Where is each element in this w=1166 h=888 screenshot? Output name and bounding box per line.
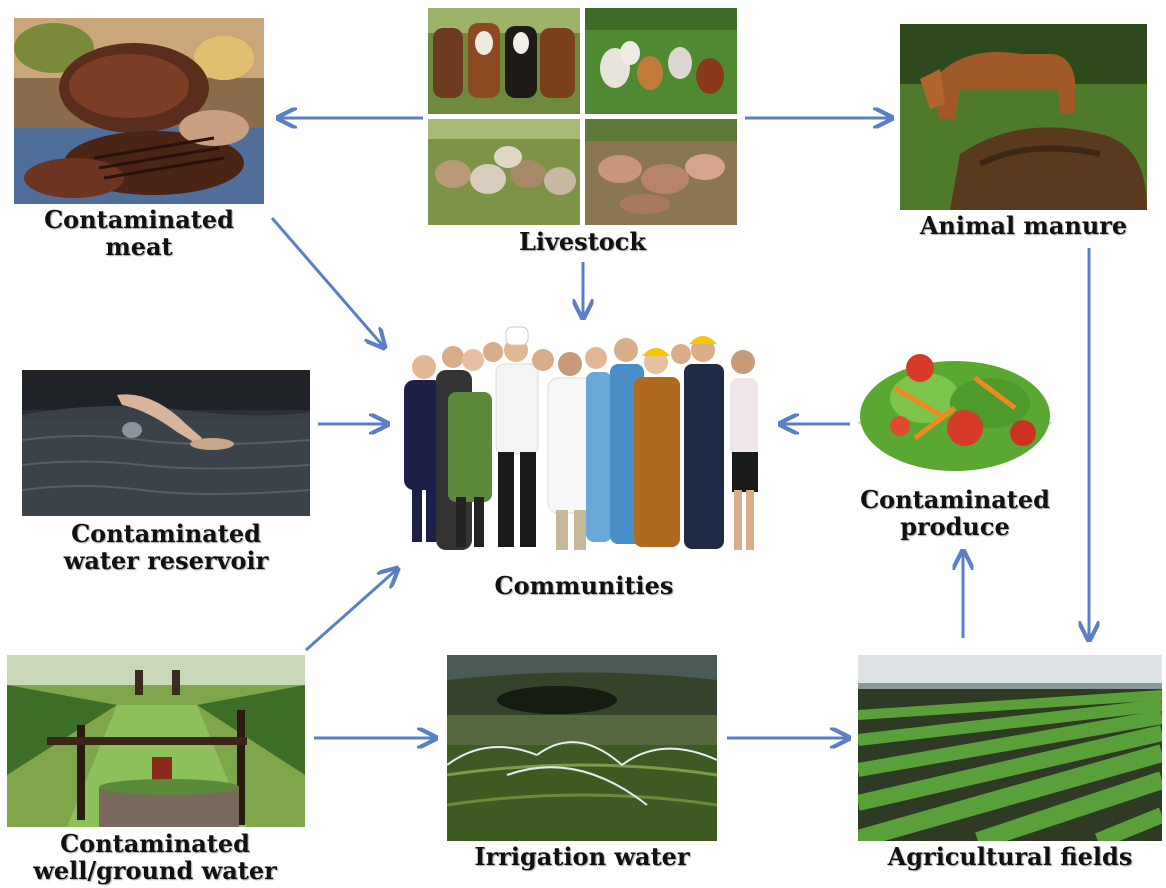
arrow-well-to-communities	[305, 570, 396, 652]
contaminated-produce-image	[855, 348, 1055, 484]
irrigation-water-image	[447, 655, 717, 841]
animal-manure-label: Animal manure	[919, 211, 1128, 240]
agricultural-fields-label: Agricultural fields	[887, 842, 1133, 871]
animal-manure-image	[900, 24, 1147, 210]
communities-image	[398, 322, 770, 560]
communities-label: Communities	[494, 571, 674, 600]
arrow-meat-to-communities	[270, 217, 383, 346]
contaminated-reservoir-image	[22, 370, 310, 516]
contaminated-meat-image	[14, 18, 264, 204]
livestock-label: Livestock	[518, 227, 647, 256]
agricultural-fields-image	[858, 655, 1162, 841]
livestock-pigs-image	[585, 119, 737, 225]
livestock-goats-image	[428, 119, 580, 225]
livestock-cattle-image	[428, 8, 580, 114]
contaminated-well-image	[7, 655, 305, 827]
livestock-chickens-image	[585, 8, 737, 114]
irrigation-water-label: Irrigation water	[474, 842, 690, 871]
